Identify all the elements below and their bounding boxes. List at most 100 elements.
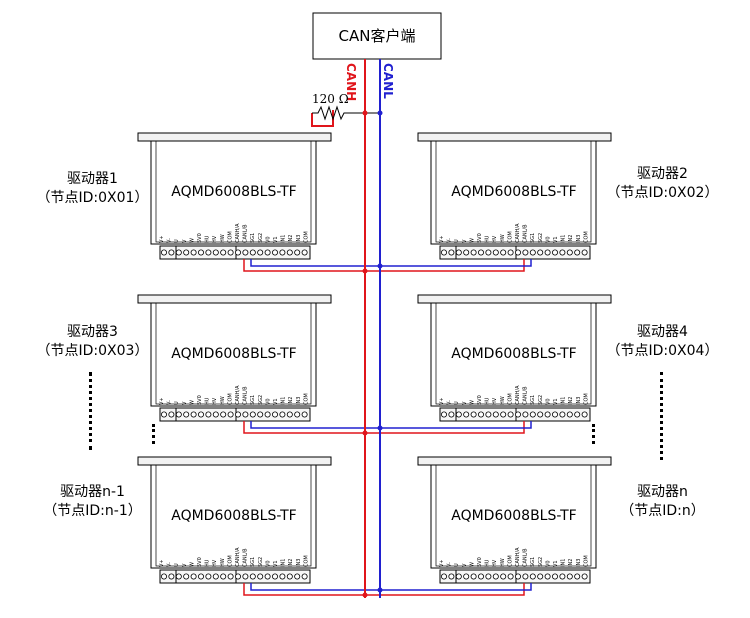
- terminal-screw: [566, 249, 573, 256]
- terminal-label: COM: [303, 555, 309, 567]
- terminal-label: COM: [583, 555, 589, 567]
- terminal-label: V: [462, 401, 468, 405]
- driver-node-id: （节点ID:0X03）: [36, 343, 149, 359]
- can-client-label: CAN客户端: [339, 27, 416, 45]
- module-flange: [137, 294, 332, 304]
- terminal-label: HU: [485, 235, 491, 243]
- module-flange: [417, 132, 612, 142]
- terminal-label: V0: [545, 560, 551, 567]
- canh-branch: [243, 421, 365, 434]
- terminal-label: SG2: [538, 557, 544, 567]
- module-inner: [155, 140, 312, 243]
- module-model: AQMD6008BLS-TF: [451, 346, 577, 362]
- terminal-label: 5V0: [477, 233, 483, 243]
- terminal-label: U: [174, 401, 180, 405]
- module-inner: [435, 140, 592, 243]
- terminal-label: COM: [227, 555, 233, 567]
- driver-node-id: （节点ID:0X02）: [606, 185, 719, 201]
- terminal-screw: [455, 573, 462, 580]
- terminal-screw: [271, 411, 278, 418]
- terminal-label: IN2: [568, 559, 574, 567]
- terminal-block: [439, 569, 591, 584]
- driver-node-id: （节点ID:0X04）: [606, 343, 719, 359]
- terminal-screw: [440, 249, 447, 256]
- resistor-label: 120 Ω: [312, 92, 349, 106]
- terminal-label: SG1: [530, 395, 536, 405]
- terminal-screw: [485, 249, 492, 256]
- terminal-screw: [271, 573, 278, 580]
- terminal-screw: [205, 573, 212, 580]
- terminal-screw: [581, 573, 588, 580]
- terminal-label: IN2: [568, 397, 574, 405]
- terminal-label: V+: [159, 559, 165, 567]
- module-inner: [435, 302, 592, 405]
- terminal-screw: [551, 411, 558, 418]
- terminal-label: U: [454, 563, 460, 567]
- terminal-label: CANH/A: [515, 547, 521, 567]
- terminal-screw: [160, 411, 167, 418]
- terminal-label: IN1: [281, 559, 287, 567]
- terminal-label: HW: [220, 234, 226, 243]
- driver-label-n-1: 驱动器n-1 （节点ID:n-1）: [30, 483, 155, 521]
- terminal-label: CANL/B: [523, 548, 529, 567]
- terminal-screw: [559, 573, 566, 580]
- terminal-screw: [492, 573, 499, 580]
- terminal-label: IN2: [568, 235, 574, 243]
- terminal-label: CANL/B: [243, 386, 249, 405]
- terminal-screw: [168, 573, 175, 580]
- terminal-screw: [537, 411, 544, 418]
- resistor-symbol: [312, 105, 365, 121]
- terminal-label: CANH/A: [235, 223, 241, 243]
- terminal-screw: [455, 411, 462, 418]
- driver-name: 驱动器4: [637, 324, 688, 340]
- terminal-screw: [566, 411, 573, 418]
- terminal-label: HU: [205, 559, 211, 567]
- terminal-label: V0: [265, 236, 271, 243]
- terminal-screw: [175, 249, 182, 256]
- terminal-screw: [190, 249, 197, 256]
- terminal-label: 5V0: [477, 395, 483, 405]
- terminal-label: IN2: [288, 235, 294, 243]
- terminal-screw: [463, 573, 470, 580]
- terminal-screw: [183, 411, 190, 418]
- terminal-label: IN3: [576, 235, 582, 243]
- terminal-screw: [205, 249, 212, 256]
- canl-branch: [250, 421, 380, 429]
- terminal-screw: [581, 411, 588, 418]
- junction-dot: [377, 110, 383, 116]
- terminal-label: 5V0: [197, 395, 203, 405]
- terminal-screw: [220, 411, 227, 418]
- terminal-label: COM: [507, 231, 513, 243]
- terminal-label: IN3: [296, 235, 302, 243]
- terminal-block: [159, 569, 311, 584]
- terminal-label: IN3: [296, 397, 302, 405]
- terminal-screw: [500, 573, 507, 580]
- module-model: AQMD6008BLS-TF: [451, 508, 577, 524]
- canh-branch: [365, 259, 525, 272]
- canl-label: CANL: [381, 63, 395, 99]
- terminal-label: HW: [500, 396, 506, 405]
- terminal-label: V-: [167, 562, 173, 567]
- terminal-label: SG2: [258, 557, 264, 567]
- terminal-screw: [551, 249, 558, 256]
- terminal-label: V-: [447, 400, 453, 405]
- terminal-label: HW: [500, 234, 506, 243]
- terminal-screw: [492, 249, 499, 256]
- terminal-screw: [507, 249, 514, 256]
- terminal-screw: [242, 573, 249, 580]
- driver-label-3: 驱动器3 （节点ID:0X03）: [30, 323, 155, 361]
- terminal-label: SG1: [250, 557, 256, 567]
- terminal-screw: [544, 411, 551, 418]
- terminal-screw: [257, 411, 264, 418]
- module-body: [430, 140, 597, 245]
- terminal-label: W: [189, 400, 195, 405]
- terminal-screw: [249, 249, 256, 256]
- terminal-screw: [257, 573, 264, 580]
- terminal-label: IN3: [296, 559, 302, 567]
- terminal-screw: [205, 411, 212, 418]
- terminal-screw: [242, 411, 249, 418]
- driver-name: 驱动器n: [637, 484, 688, 500]
- module-model: AQMD6008BLS-TF: [171, 184, 297, 200]
